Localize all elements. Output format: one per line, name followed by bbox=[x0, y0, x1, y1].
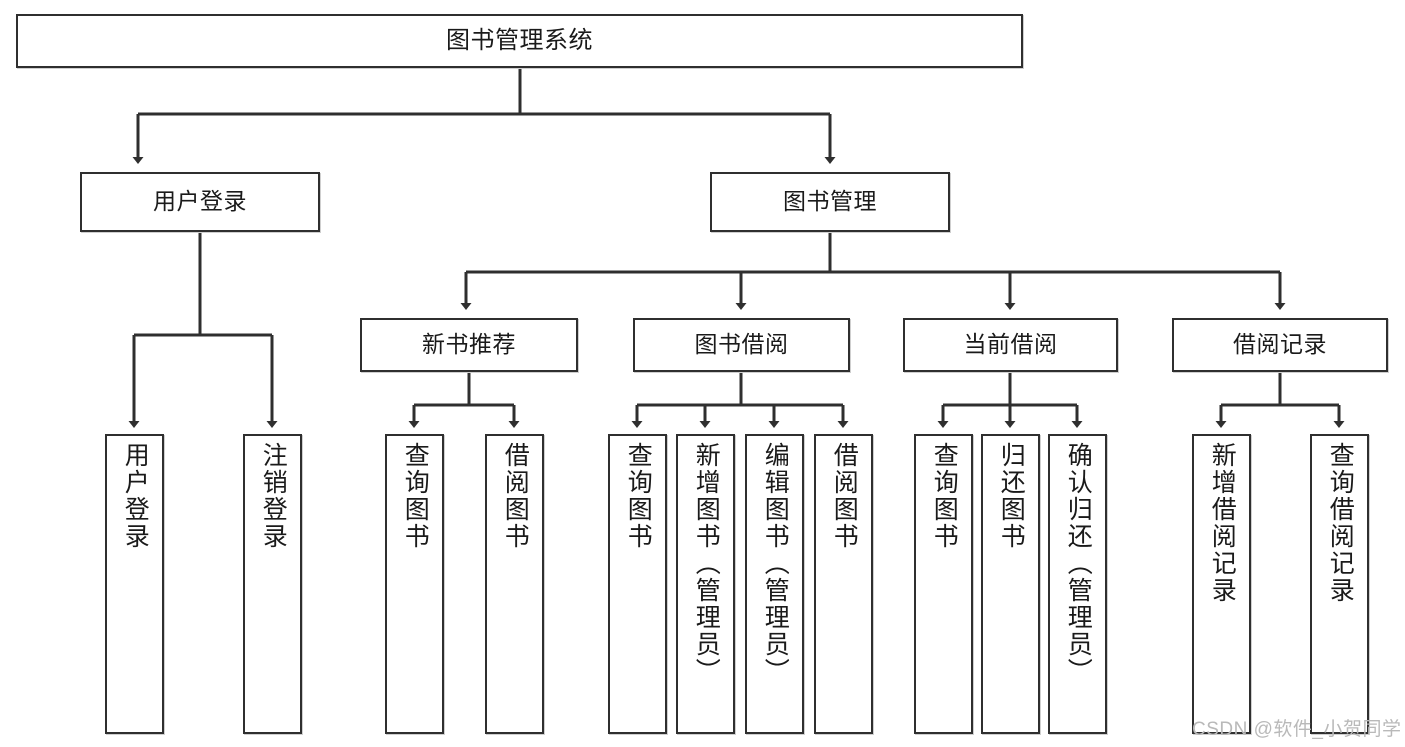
node-leaf-add-book-admin[interactable]: 新增图书（管理员） bbox=[676, 434, 735, 734]
node-label: 注销登录 bbox=[259, 442, 288, 550]
node-label: 借阅图书 bbox=[830, 442, 859, 550]
node-label: 查询借阅记录 bbox=[1326, 442, 1355, 604]
node-leaf-edit-book-admin[interactable]: 编辑图书（管理员） bbox=[745, 434, 804, 734]
node-root-book-management-system[interactable]: 图书管理系统 bbox=[16, 14, 1023, 68]
node-label: 新增图书（管理员） bbox=[692, 442, 721, 685]
node-leaf-borrow-book[interactable]: 借阅图书 bbox=[814, 434, 873, 734]
node-leaf-query-book-recommend[interactable]: 查询图书 bbox=[385, 434, 444, 734]
node-leaf-query-book-current[interactable]: 查询图书 bbox=[914, 434, 973, 734]
node-label: 当前借阅 bbox=[963, 331, 1058, 358]
node-label: 借阅记录 bbox=[1233, 331, 1327, 358]
node-book-borrow[interactable]: 图书借阅 bbox=[633, 318, 850, 372]
node-label: 用户登录 bbox=[121, 442, 150, 550]
node-label: 确认归还（管理员） bbox=[1064, 442, 1093, 685]
node-leaf-user-login[interactable]: 用户登录 bbox=[105, 434, 164, 734]
node-label: 图书管理 bbox=[783, 188, 877, 215]
node-label: 用户登录 bbox=[153, 188, 247, 215]
node-label: 查询图书 bbox=[401, 442, 430, 550]
node-leaf-borrow-book-recommend[interactable]: 借阅图书 bbox=[485, 434, 544, 734]
node-label: 借阅图书 bbox=[501, 442, 530, 550]
node-user-login[interactable]: 用户登录 bbox=[80, 172, 320, 232]
node-borrow-record[interactable]: 借阅记录 bbox=[1172, 318, 1388, 372]
node-label: 新增借阅记录 bbox=[1208, 442, 1237, 604]
node-label: 归还图书 bbox=[997, 442, 1026, 550]
node-new-book-recommend[interactable]: 新书推荐 bbox=[360, 318, 578, 372]
node-leaf-add-borrow-record[interactable]: 新增借阅记录 bbox=[1192, 434, 1251, 734]
node-label: 查询图书 bbox=[624, 442, 653, 550]
node-current-borrow[interactable]: 当前借阅 bbox=[903, 318, 1118, 372]
node-label: 新书推荐 bbox=[422, 331, 516, 358]
node-label: 查询图书 bbox=[930, 442, 959, 550]
node-leaf-query-borrow-record[interactable]: 查询借阅记录 bbox=[1310, 434, 1369, 734]
csdn-watermark: CSDN @软件_小贺同学 bbox=[1192, 719, 1402, 740]
node-leaf-logout[interactable]: 注销登录 bbox=[243, 434, 302, 734]
node-label: 图书管理系统 bbox=[446, 26, 593, 54]
node-leaf-confirm-return-admin[interactable]: 确认归还（管理员） bbox=[1048, 434, 1107, 734]
node-leaf-query-book-borrow[interactable]: 查询图书 bbox=[608, 434, 667, 734]
node-label: 图书借阅 bbox=[694, 331, 789, 358]
node-label: 编辑图书（管理员） bbox=[761, 442, 790, 685]
node-book-management[interactable]: 图书管理 bbox=[710, 172, 950, 232]
node-leaf-return-book[interactable]: 归还图书 bbox=[981, 434, 1040, 734]
